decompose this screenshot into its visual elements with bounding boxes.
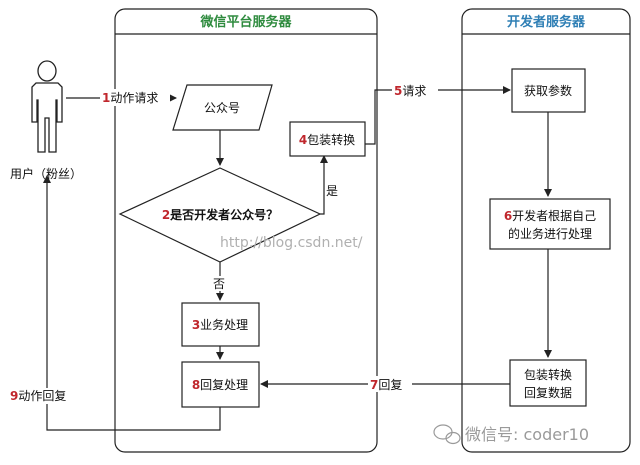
svg-text:7回复: 7回复 — [370, 378, 402, 392]
node-dev-package: 包装转换 回复数据 — [509, 359, 587, 407]
svg-text:5请求: 5请求 — [394, 84, 426, 98]
edge-yes: 是 — [320, 155, 338, 215]
step-8: 8 — [192, 378, 200, 392]
node-business: 3业务处理 — [181, 302, 260, 347]
node-reply-process-label: 回复处理 — [200, 378, 248, 392]
footer-brand-text: 微信号: coder10 — [465, 425, 589, 444]
edge-label-request: 请求 — [402, 84, 426, 98]
svg-text:3业务处理: 3业务处理 — [192, 317, 248, 332]
edge-reply: 7回复 — [260, 376, 510, 392]
step-1: 1 — [102, 91, 110, 105]
step-4: 4 — [299, 133, 307, 147]
lane-developer-server: 开发者服务器 — [461, 8, 631, 453]
svg-text:4包装转换: 4包装转换 — [299, 132, 355, 147]
lane-title-wechat: 微信平台服务器 — [199, 14, 292, 30]
lane-wechat-server: 微信平台服务器 — [114, 8, 378, 453]
user-icon — [31, 60, 63, 153]
node-dev-process-line1: 开发者根据自己 — [512, 208, 596, 223]
step-6: 6 — [504, 209, 512, 223]
node-public-account-label: 公众号 — [204, 101, 240, 115]
node-package: 4包装转换 — [289, 121, 366, 157]
watermark-text: http://blog.csdn.net/ — [220, 235, 363, 251]
edge-request: 5请求 — [365, 82, 511, 145]
node-reply-process: 8回复处理 — [181, 361, 260, 408]
footer-brand: 微信号: coder10 — [433, 424, 589, 445]
step-3: 3 — [192, 318, 200, 332]
node-dev-package-line1: 包装转换 — [524, 367, 572, 382]
svg-text:1动作请求: 1动作请求 — [102, 91, 158, 105]
node-package-label: 包装转换 — [307, 132, 355, 147]
edge-label-action-request: 动作请求 — [110, 91, 158, 105]
edge-label-reply: 回复 — [378, 378, 402, 392]
step-9: 9 — [10, 389, 18, 403]
node-dev-process: 6开发者根据自己 的业务进行处理 — [489, 198, 611, 250]
edge-no: 否 — [212, 262, 229, 301]
edge-label-action-reply: 动作回复 — [18, 389, 66, 403]
step-7: 7 — [370, 378, 378, 392]
node-dev-process-line2: 的业务进行处理 — [508, 226, 592, 241]
node-get-params-label: 获取参数 — [524, 83, 572, 98]
user-label: 用户（粉丝） — [10, 166, 82, 181]
lane-title-developer: 开发者服务器 — [507, 14, 586, 30]
edge-label-no: 否 — [213, 277, 225, 291]
step-2: 2 — [162, 208, 170, 222]
edge-action-request: 1动作请求 — [66, 89, 177, 106]
edge-action-reply: 9动作回复 — [5, 175, 221, 431]
step-5: 5 — [394, 84, 402, 98]
svg-text:9动作回复: 9动作回复 — [10, 389, 66, 403]
node-get-params: 获取参数 — [511, 68, 586, 113]
node-dev-package-line2: 回复数据 — [524, 385, 572, 400]
svg-text:8回复处理: 8回复处理 — [192, 378, 248, 392]
node-decision: 2是否开发者公众号？ — [118, 167, 322, 263]
wechat-logo-icon — [433, 424, 461, 445]
svg-text:6开发者根据自己: 6开发者根据自己 — [504, 208, 596, 223]
node-business-label: 业务处理 — [200, 317, 248, 332]
node-decision-label: 是否开发者公众号？ — [169, 207, 278, 222]
edge-label-yes: 是 — [326, 184, 338, 198]
node-public-account: 公众号 — [172, 84, 273, 131]
svg-text:2是否开发者公众号？: 2是否开发者公众号？ — [162, 207, 278, 222]
